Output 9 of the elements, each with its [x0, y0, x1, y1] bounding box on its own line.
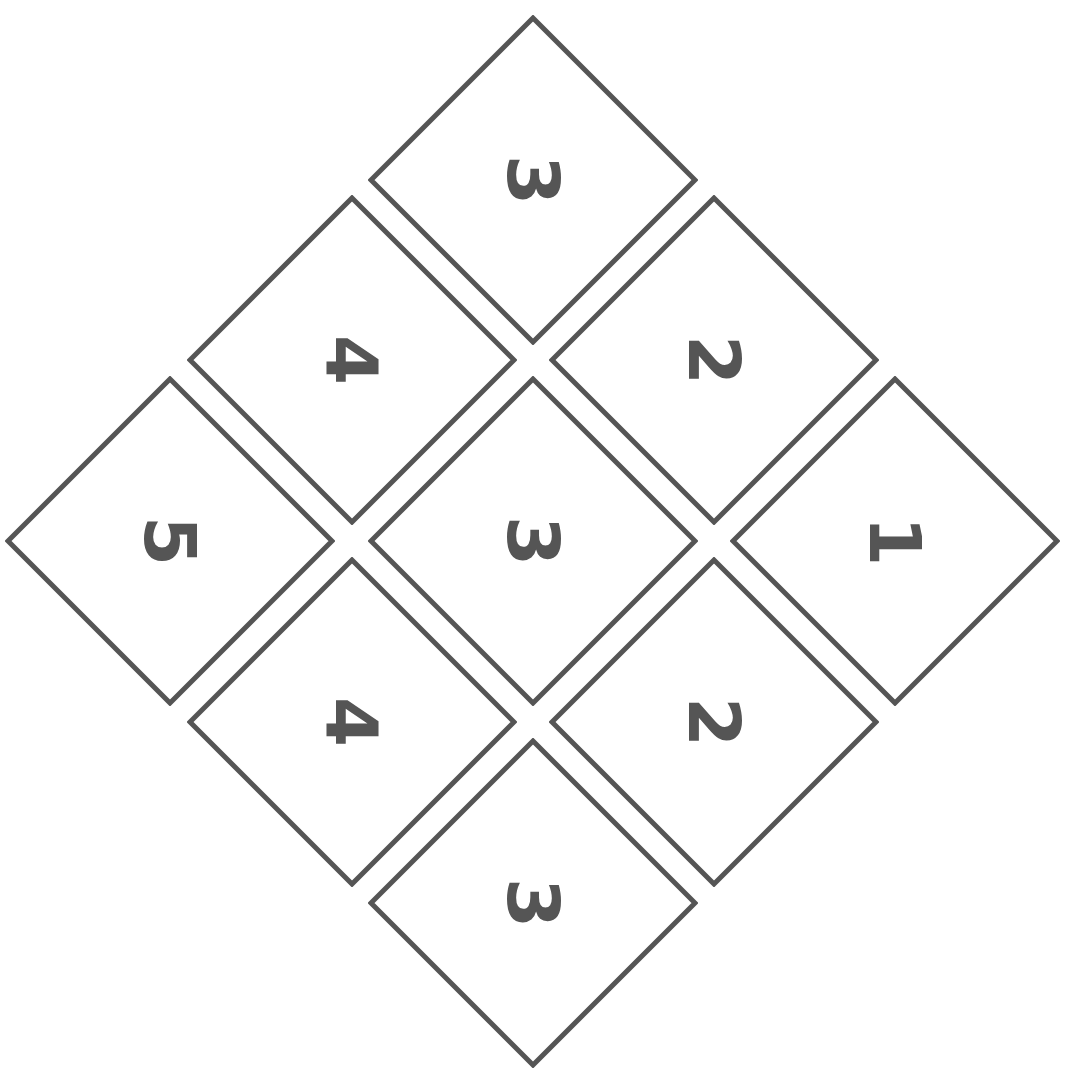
- number-label: 3: [497, 515, 569, 567]
- number-label: 5: [134, 515, 206, 567]
- number-label: 4: [316, 696, 388, 748]
- number-label: 4: [316, 334, 388, 386]
- number-label: 1: [859, 515, 931, 567]
- number-label: 2: [678, 334, 750, 386]
- number-label: 3: [497, 877, 569, 929]
- number-label: 2: [678, 696, 750, 748]
- number-label: 3: [497, 154, 569, 206]
